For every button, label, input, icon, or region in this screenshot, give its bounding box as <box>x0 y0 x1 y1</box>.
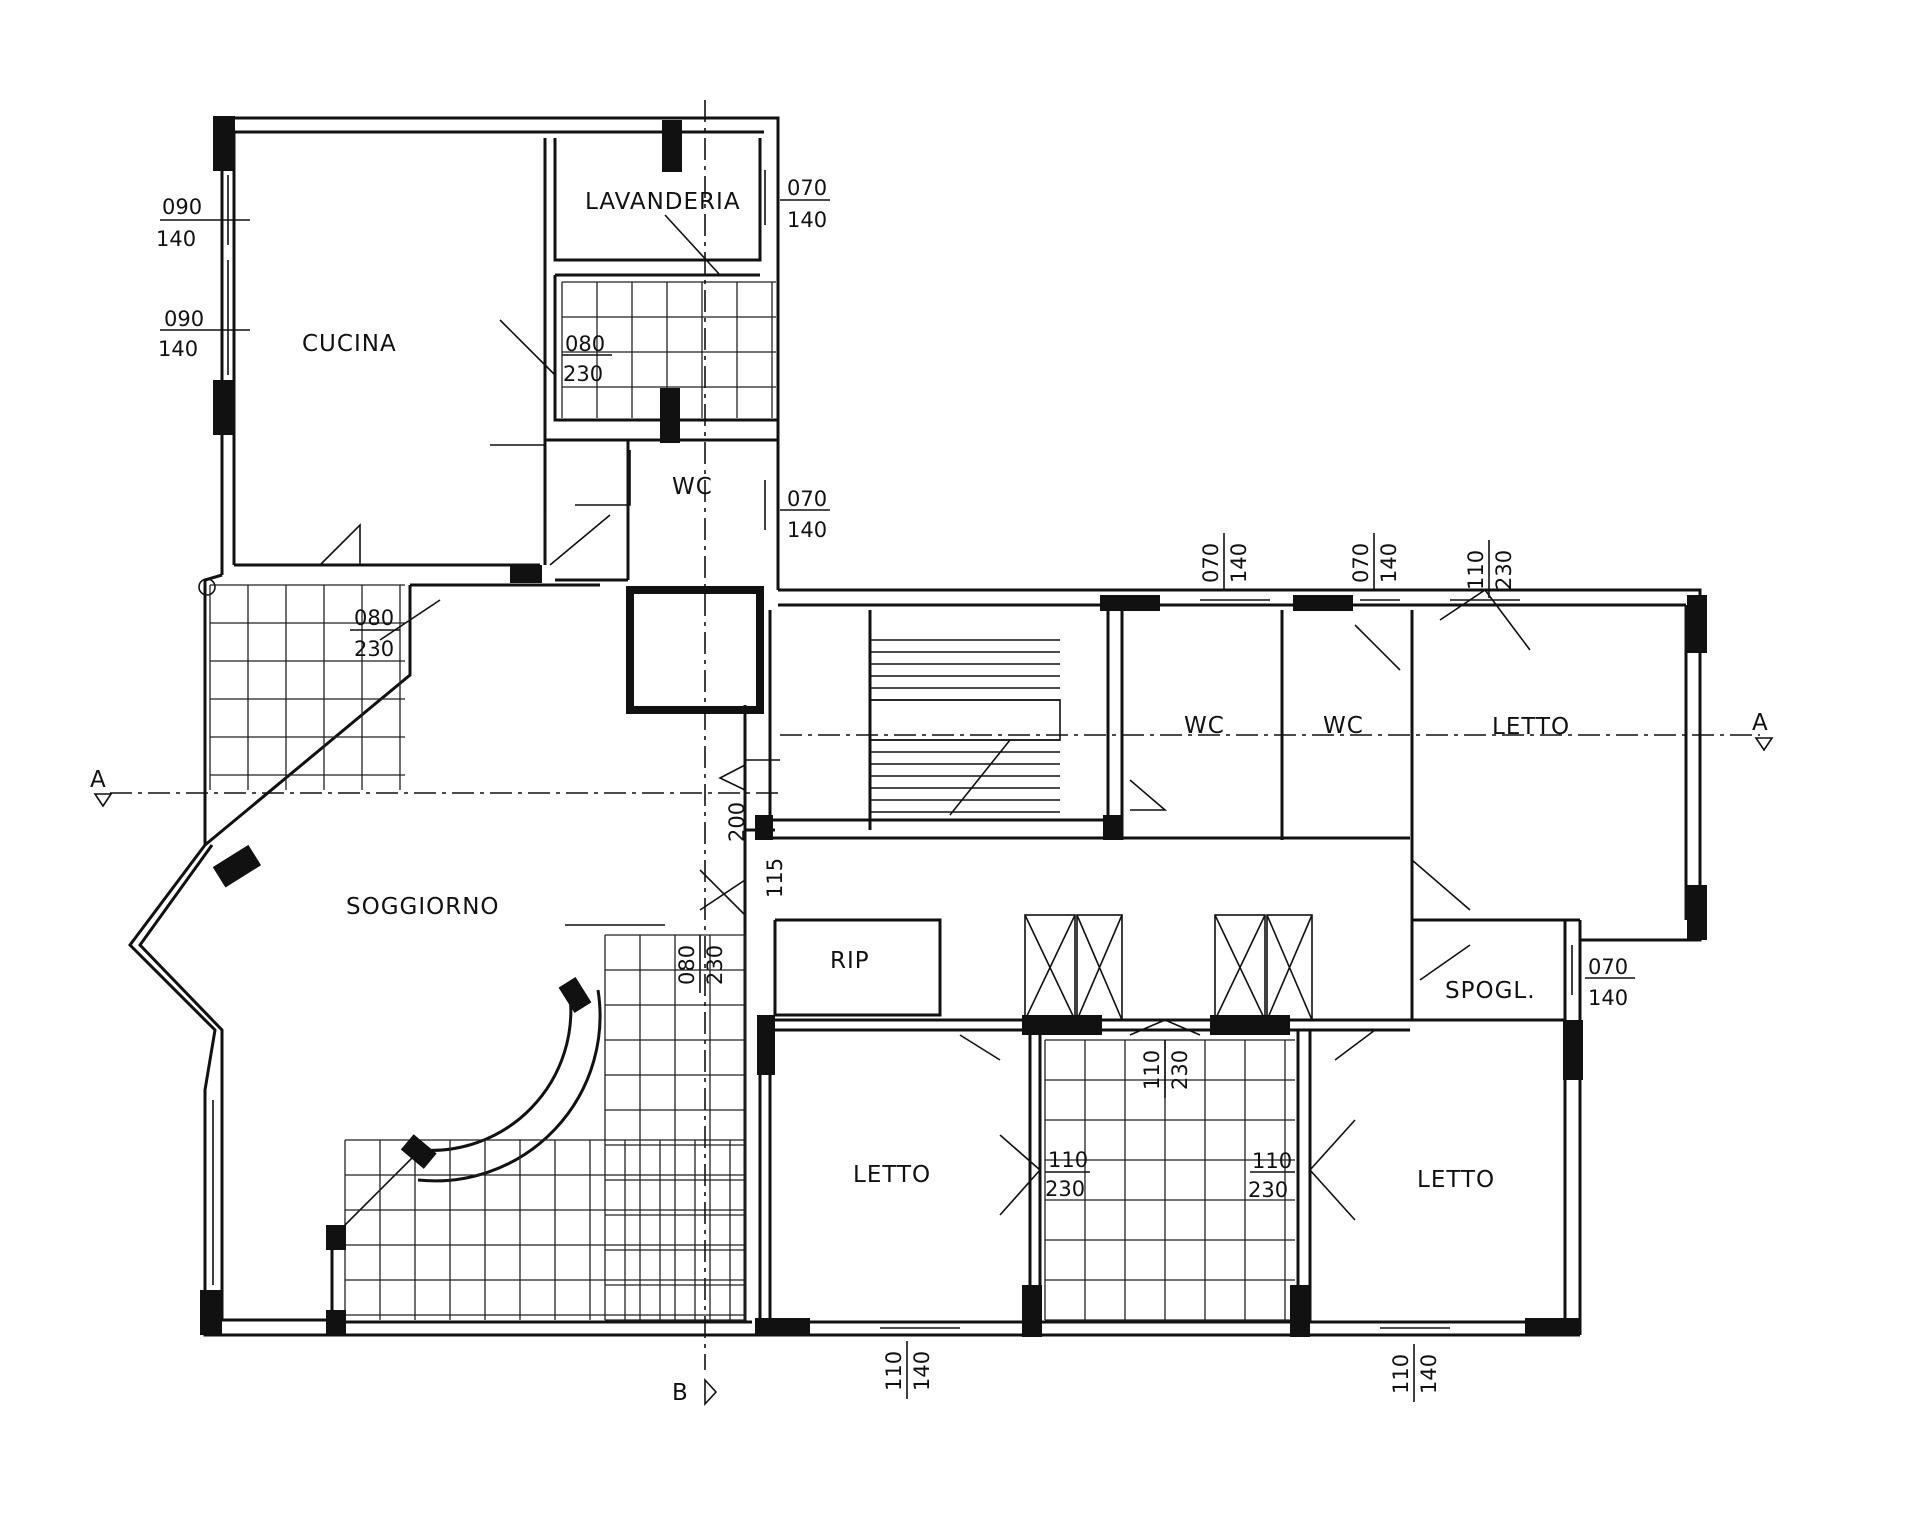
svg-text:200: 200 <box>725 802 749 842</box>
svg-text:080: 080 <box>354 606 394 630</box>
svg-text:140: 140 <box>1417 1354 1441 1394</box>
walls <box>128 116 1702 1337</box>
dim-cucina-window-upper: 090 140 <box>156 195 250 251</box>
svg-text:070: 070 <box>787 487 827 511</box>
svg-text:140: 140 <box>156 227 196 251</box>
svg-text:230: 230 <box>1492 550 1516 590</box>
section-marker-b: B <box>672 1380 689 1406</box>
dim-cucina-window-lower: 090 140 <box>158 307 250 361</box>
stair-treads <box>869 639 1061 816</box>
room-labels: LAVANDERIA CUCINA WC SOGGIORNO WC WC LET… <box>302 189 1570 1193</box>
piers <box>200 116 1707 1337</box>
room-label-spogl: SPOGL. <box>1445 978 1536 1004</box>
dim-corridor-door-200: 200 <box>725 802 749 842</box>
svg-text:070: 070 <box>787 176 827 200</box>
svg-text:140: 140 <box>1377 543 1401 583</box>
room-label-wc-2: WC <box>1323 713 1364 739</box>
room-label-cucina: CUCINA <box>302 331 397 357</box>
room-label-rip: RIP <box>830 948 870 974</box>
svg-text:110: 110 <box>1252 1149 1292 1173</box>
svg-text:140: 140 <box>1227 543 1251 583</box>
svg-text:110: 110 <box>1140 1050 1164 1090</box>
section-markers: A A B <box>90 710 1769 1406</box>
svg-text:080: 080 <box>675 945 699 985</box>
svg-text:110: 110 <box>1048 1148 1088 1172</box>
door-swings <box>198 170 1573 1329</box>
svg-text:110: 110 <box>882 1351 906 1391</box>
svg-text:115: 115 <box>763 858 787 898</box>
dim-spogl-window: 070 140 <box>1585 955 1635 1010</box>
dim-letto-sw-door: 110 230 <box>1045 1148 1090 1201</box>
section-lines <box>93 100 1774 1407</box>
dim-wc-service-window: 070 140 <box>780 487 830 542</box>
room-label-letto-east: LETTO <box>1492 714 1570 740</box>
svg-text:140: 140 <box>1588 986 1628 1010</box>
floor-tiles <box>209 281 1295 1321</box>
room-label-letto-se: LETTO <box>1417 1167 1495 1193</box>
section-marker-a-left: A <box>90 767 107 793</box>
svg-text:090: 090 <box>164 307 204 331</box>
dim-terrace-door: 080 230 <box>675 935 727 993</box>
svg-text:070: 070 <box>1588 955 1628 979</box>
svg-text:230: 230 <box>563 362 603 386</box>
svg-text:110: 110 <box>1389 1354 1413 1394</box>
svg-text:140: 140 <box>158 337 198 361</box>
dim-pantry-door: 080 230 <box>562 332 612 386</box>
dim-letto-sw-window: 110 140 <box>882 1341 934 1399</box>
svg-text:230: 230 <box>354 637 394 661</box>
svg-text:090: 090 <box>162 195 202 219</box>
room-label-lavanderia: LAVANDERIA <box>585 189 741 215</box>
room-label-soggiorno: SOGGIORNO <box>346 894 500 920</box>
svg-text:070: 070 <box>1349 543 1373 583</box>
dim-letto-se-window: 110 140 <box>1389 1344 1441 1402</box>
section-marker-a-right: A <box>1752 710 1769 736</box>
dim-wc-1-window: 070 140 <box>1199 533 1251 591</box>
svg-text:230: 230 <box>1045 1177 1085 1201</box>
svg-text:080: 080 <box>565 332 605 356</box>
dim-letto-east-window: 110 230 <box>1464 540 1516 598</box>
opening-dimensions: 090 140 090 140 070 140 080 230 070 140 … <box>156 176 1635 1402</box>
svg-text:110: 110 <box>1464 550 1488 590</box>
svg-text:140: 140 <box>787 208 827 232</box>
dim-soggiorno-door: 080 230 <box>350 606 400 661</box>
dim-lavanderia-window: 070 140 <box>780 176 830 232</box>
room-label-wc-1: WC <box>1184 713 1225 739</box>
svg-text:140: 140 <box>787 518 827 542</box>
dim-corridor-door-115: 115 <box>763 858 787 898</box>
svg-text:230: 230 <box>1248 1178 1288 1202</box>
room-label-wc-service: WC <box>672 474 713 500</box>
svg-text:230: 230 <box>703 945 727 985</box>
svg-text:230: 230 <box>1168 1050 1192 1090</box>
dim-letto-se-door: 110 230 <box>1248 1149 1295 1202</box>
room-label-letto-sw: LETTO <box>853 1162 931 1188</box>
svg-text:140: 140 <box>910 1351 934 1391</box>
dim-wc-2-window: 070 140 <box>1349 533 1401 591</box>
svg-text:070: 070 <box>1199 543 1223 583</box>
dim-loggia-door-north: 110 230 <box>1140 1040 1192 1098</box>
